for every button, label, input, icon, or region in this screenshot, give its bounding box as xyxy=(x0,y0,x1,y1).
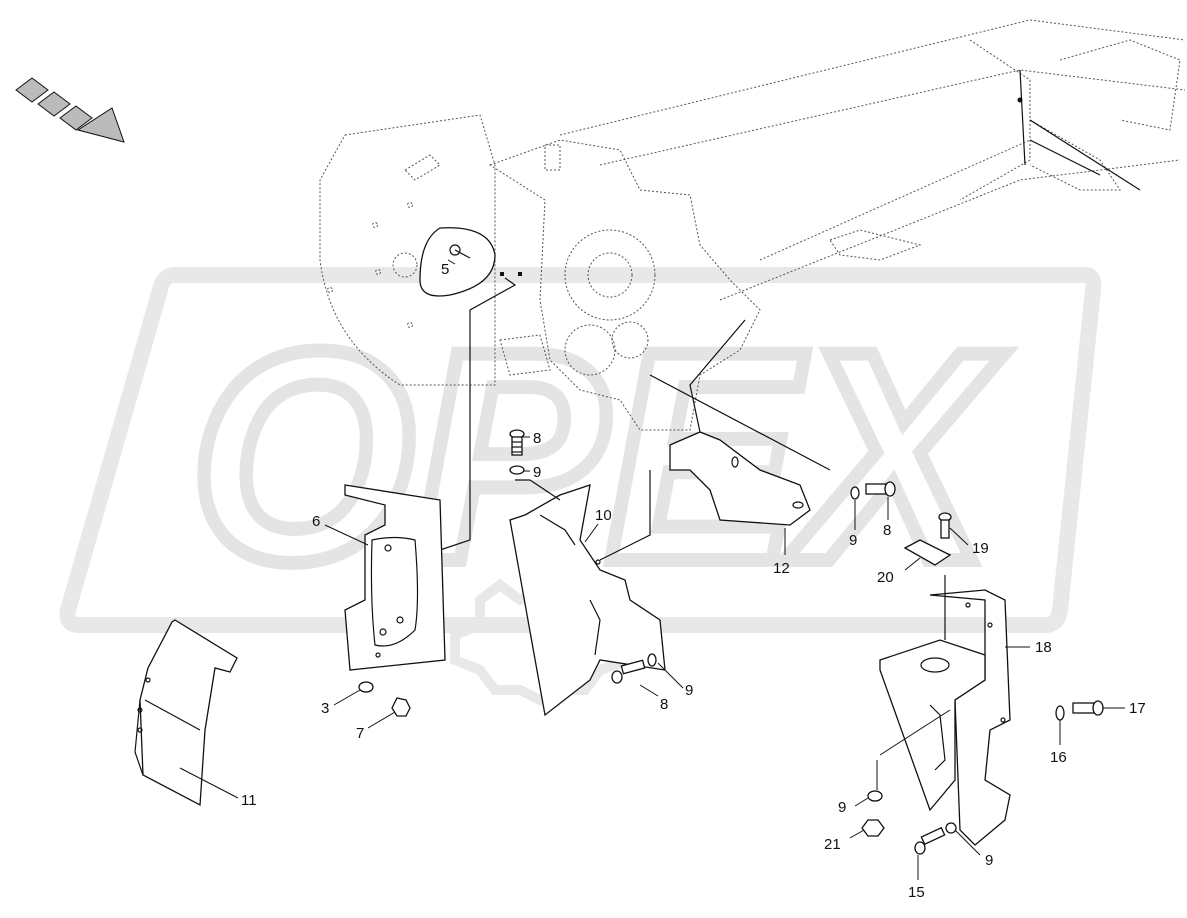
callout-8: 8 xyxy=(883,522,891,539)
callout-21: 21 xyxy=(824,836,841,853)
washer-16-icon xyxy=(1055,705,1065,721)
callout-10: 10 xyxy=(595,507,612,524)
washer-9-icon xyxy=(509,465,525,475)
callout-12: 12 xyxy=(773,560,790,577)
nut-21-icon xyxy=(861,819,885,837)
callout-9: 9 xyxy=(985,852,993,869)
washer-9-bottom-icon xyxy=(867,790,883,802)
part-18-housing xyxy=(879,575,1011,846)
bolt-8-icon xyxy=(509,429,525,456)
direction-arrow-icon xyxy=(15,77,125,143)
washer-3-icon xyxy=(358,681,374,693)
part-10-guard xyxy=(509,479,666,717)
callout-19: 19 xyxy=(972,540,989,557)
callout-7: 7 xyxy=(356,725,364,742)
nut-7-icon xyxy=(391,697,411,717)
callout-9: 9 xyxy=(533,464,541,481)
part-20-pad xyxy=(903,539,952,566)
bolt-8-lower-icon xyxy=(611,659,646,684)
machine-frame xyxy=(1017,69,1141,191)
part-5-cover-plate xyxy=(419,227,522,551)
callout-17: 17 xyxy=(1129,700,1146,717)
callout-8: 8 xyxy=(660,696,668,713)
callout-labels: 5 6 3 7 8 9 10 8 9 12 9 8 19 20 18 17 16… xyxy=(241,261,1146,901)
callout-3: 3 xyxy=(321,700,329,717)
callout-20: 20 xyxy=(877,569,894,586)
callout-9: 9 xyxy=(685,682,693,699)
callout-6: 6 xyxy=(312,513,320,530)
washer-9-lowright-icon xyxy=(945,822,957,834)
part-12-bracket xyxy=(599,319,831,561)
callout-5: 5 xyxy=(441,261,449,278)
callout-8: 8 xyxy=(533,430,541,447)
hardware xyxy=(358,429,1104,855)
bolt-8-right-icon xyxy=(865,481,896,497)
callout-9: 9 xyxy=(849,532,857,549)
washer-9-lower-icon xyxy=(647,653,657,667)
phantom-frame xyxy=(319,19,1186,431)
part-6-shield xyxy=(344,484,446,671)
callout-18: 18 xyxy=(1035,639,1052,656)
callout-15: 15 xyxy=(908,884,925,901)
part-11-panel xyxy=(134,619,238,807)
washer-9-right-icon xyxy=(850,486,860,500)
bolt-15-icon xyxy=(914,826,946,855)
bolt-17-icon xyxy=(1072,700,1104,716)
callout-16: 16 xyxy=(1050,749,1067,766)
callout-11: 11 xyxy=(241,792,257,809)
leader-lines xyxy=(179,259,1125,880)
bolt-19-icon xyxy=(938,512,952,539)
callout-9: 9 xyxy=(838,799,846,816)
